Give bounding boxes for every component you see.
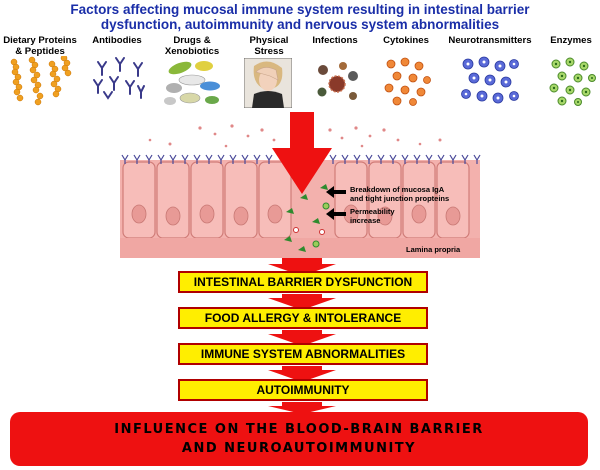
factor-label-line: Antibodies	[92, 35, 142, 46]
factor-label-stress: Physical Stress	[234, 35, 304, 57]
factor-label-line: Physical	[249, 35, 289, 46]
peptide-chains-icon	[10, 56, 72, 106]
final-line-1: INFLUENCE ON THE BLOOD-BRAIN BARRIER	[114, 422, 484, 437]
factor-label-line: Drugs &	[173, 35, 211, 46]
annotation-line: and tight junction propteins	[350, 193, 450, 203]
annotation-permeability: Permeability increase	[350, 207, 395, 225]
factor-label-line: Infections	[312, 35, 358, 46]
microbes-icon	[317, 62, 358, 100]
final-line-2: AND NEUROAUTOIMMUNITY	[181, 441, 417, 456]
step-immune-abnormalities: IMMUNE SYSTEM ABNORMALITIES	[178, 343, 428, 365]
factor-label-antibodies: Antibodies	[82, 35, 152, 47]
peptide-chain	[60, 56, 72, 77]
factor-label-dietary: Dietary Proteins & Peptides	[0, 35, 80, 57]
annotation-line: Breakdown of mucosa IgA	[350, 185, 445, 194]
luminal-particles	[148, 124, 442, 148]
factor-label-drugs: Drugs & Xenobiotics	[157, 35, 227, 57]
annotation-breakdown: Breakdown of mucosa IgA and tight juncti…	[350, 185, 450, 203]
factor-label-cytokines: Cytokines	[370, 35, 442, 47]
factor-label-line: Cytokines	[383, 35, 429, 46]
peptide-chain	[28, 56, 44, 106]
factor-label-enzymes: Enzymes	[542, 35, 600, 47]
lamina-propria	[120, 238, 480, 258]
stressed-person-photo	[244, 58, 292, 108]
annotation-line: increase	[350, 215, 381, 225]
peptide-chain	[10, 58, 24, 102]
step-intestinal-barrier-dysfunction: INTESTINAL BARRIER DYSFUNCTION	[178, 271, 428, 293]
factor-label-line: Enzymes	[550, 35, 592, 46]
annotation-lamina-propria: Lamina propria	[406, 245, 461, 254]
mucosal-iga-layer	[121, 154, 481, 164]
factor-label-line: Neurotransmitters	[448, 35, 532, 46]
diagram-title: Factors affecting mucosal immune system …	[0, 2, 600, 32]
annotation-arrows	[326, 186, 346, 220]
final-outcome-box: INFLUENCE ON THE BLOOD-BRAIN BARRIER AND…	[10, 412, 588, 466]
factor-label-line: Stress	[254, 45, 284, 57]
enzymes-icon	[549, 57, 596, 106]
cytokines-icon	[384, 57, 431, 106]
cell-nuclei	[131, 204, 461, 226]
factor-label-infections: Infections	[300, 35, 370, 47]
antibodies-icon	[93, 57, 145, 100]
pills-icon	[164, 61, 220, 105]
peptide-chain	[48, 60, 62, 98]
main-down-arrow	[272, 112, 332, 194]
step-food-allergy: FOOD ALLERGY & INTOLERANCE	[178, 307, 428, 329]
title-line-1: Factors affecting mucosal immune system …	[70, 2, 530, 17]
neurotransmitters-icon	[461, 56, 519, 104]
annotation-line: Permeability	[350, 207, 395, 216]
step-connector-arrows	[268, 258, 336, 414]
factor-label-neurotransmitters: Neurotransmitters	[440, 35, 540, 47]
factor-label-line: & Peptides	[15, 45, 65, 57]
step-autoimmunity: AUTOIMMUNITY	[178, 379, 428, 401]
factor-label-line: Xenobiotics	[164, 45, 220, 57]
factor-label-line: Dietary Proteins	[3, 35, 77, 46]
title-line-2: dysfunction, autoimmunity and nervous sy…	[100, 17, 500, 32]
